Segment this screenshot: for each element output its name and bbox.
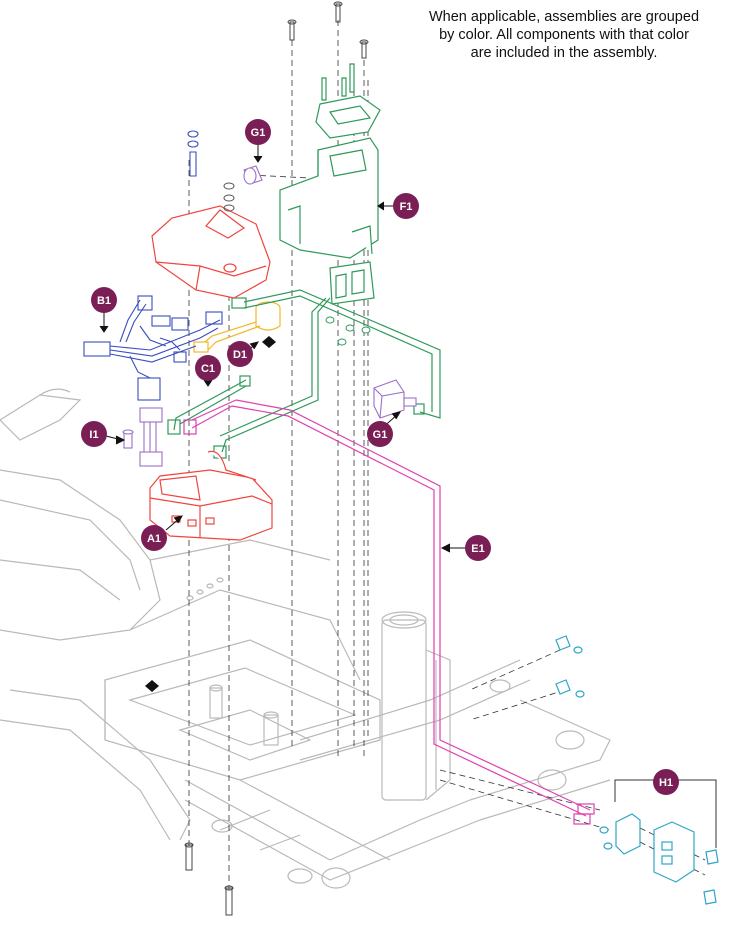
- assembly-color-note: When applicable, assemblies are grouped …: [398, 8, 730, 62]
- hardware-screws: [184, 1, 369, 916]
- callout-h1-label: H1: [659, 777, 673, 789]
- wheelchair-frame: [0, 388, 611, 889]
- callout-g1-top-label: G1: [251, 127, 266, 139]
- callout-d1-label: D1: [233, 349, 247, 361]
- callout-e1-label: E1: [471, 543, 484, 555]
- f1-tiller-housing: [279, 63, 381, 305]
- callout-c1: C1: [195, 355, 221, 381]
- callout-f1-label: F1: [400, 201, 413, 213]
- callout-a1: A1: [141, 525, 167, 551]
- e1-pink-lead: [183, 399, 595, 825]
- i1-purple-harness: [122, 407, 163, 467]
- callout-e1: E1: [465, 535, 491, 561]
- black-marker-platform: [145, 680, 159, 692]
- callout-h1: H1: [653, 769, 679, 795]
- note-line-3: are included in the assembly.: [470, 45, 658, 61]
- h1-teal-mount: [555, 635, 719, 905]
- callout-g1-bottom-label: G1: [373, 429, 388, 441]
- dashed-assembly-lines: [188, 20, 706, 890]
- d1-yellow-connector: [193, 301, 281, 353]
- callout-d1: D1: [227, 341, 253, 367]
- callout-f1: F1: [393, 193, 419, 219]
- f1-small-hardware: [325, 316, 371, 346]
- note-line-1: When applicable, assemblies are grouped: [428, 9, 700, 25]
- callout-g1-bottom: G1: [367, 421, 393, 447]
- callout-a1-label: A1: [147, 533, 161, 545]
- g1-top-plug: [243, 165, 263, 185]
- b1-blue-harness: [83, 130, 223, 401]
- a1-red-controller: [149, 450, 273, 541]
- callout-c1-label: C1: [201, 363, 215, 375]
- red-shroud-cover: [151, 205, 271, 299]
- callout-i1-label: I1: [89, 429, 98, 441]
- callout-i1: I1: [81, 421, 107, 447]
- red-cover-hardware: [223, 182, 235, 212]
- g1-bottom-switch: [373, 379, 417, 419]
- callout-b1-label: B1: [97, 295, 111, 307]
- callout-b1: B1: [91, 287, 117, 313]
- callout-g1-top: G1: [245, 119, 271, 145]
- black-marker-battery: [262, 336, 276, 348]
- note-line-2: by color. All components with that color: [439, 27, 689, 43]
